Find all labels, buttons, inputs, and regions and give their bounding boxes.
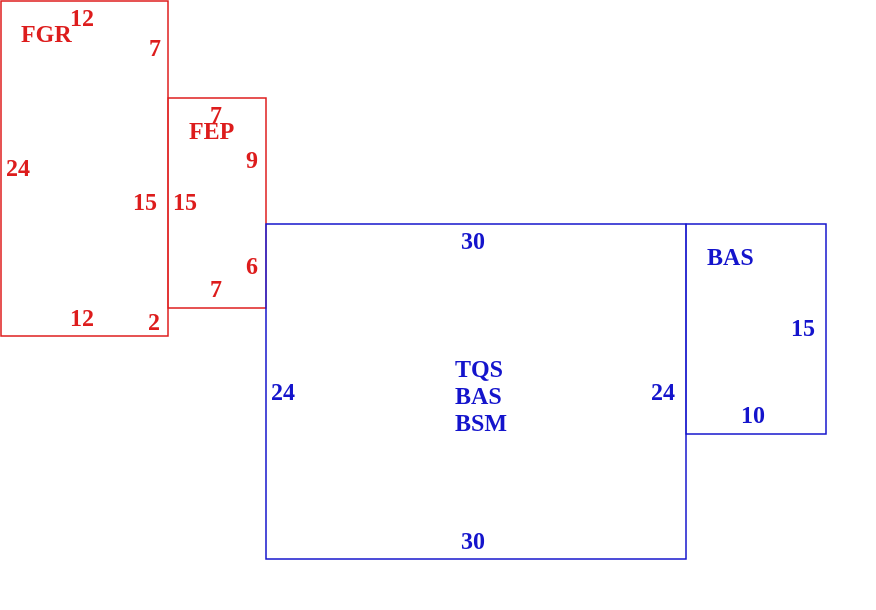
- area-fep-outline: [167, 97, 267, 309]
- area-fgr-right-upper-dimension: 7: [149, 36, 161, 62]
- area-fgr-bottom-dimension: 12: [70, 306, 94, 332]
- area-fgr: FGR 12 7 24 15 12 2: [0, 0, 169, 337]
- area-fgr-bottom-right-dimension: 2: [148, 310, 160, 336]
- area-fep-code: FEP: [189, 119, 234, 145]
- area-bas-right-dimension: 15: [791, 316, 815, 342]
- area-main-bottom-dimension: 30: [461, 529, 485, 555]
- area-fgr-left-dimension: 24: [6, 156, 30, 182]
- area-fep-right-upper-dimension: 9: [246, 148, 258, 174]
- area-fep-bottom-dimension: 7: [210, 277, 222, 303]
- area-main-code-2: BAS: [455, 384, 502, 410]
- area-fgr-right-lower-dimension: 15: [133, 190, 157, 216]
- area-fep-top-dimension: 7: [210, 103, 222, 129]
- area-main-top-dimension: 30: [461, 229, 485, 255]
- area-main-code-1: TQS: [455, 357, 503, 383]
- area-main-code-3: BSM: [455, 411, 507, 437]
- area-bas: BAS 15 10: [685, 223, 827, 435]
- area-fgr-top-dimension: 12: [70, 6, 94, 32]
- area-fep: 7 FEP 9 15 6 7: [167, 97, 267, 309]
- area-main-left-dimension: 24: [271, 380, 295, 406]
- area-fgr-code: FGR: [21, 22, 72, 48]
- area-main: 30 24 24 30 TQS BAS BSM: [265, 223, 687, 560]
- area-fep-left-dimension: 15: [173, 190, 197, 216]
- area-main-right-dimension: 24: [651, 380, 675, 406]
- area-bas-outline: [685, 223, 827, 435]
- area-bas-code: BAS: [707, 245, 754, 271]
- area-bas-bottom-dimension: 10: [741, 403, 765, 429]
- area-fep-right-lower-dimension: 6: [246, 254, 258, 280]
